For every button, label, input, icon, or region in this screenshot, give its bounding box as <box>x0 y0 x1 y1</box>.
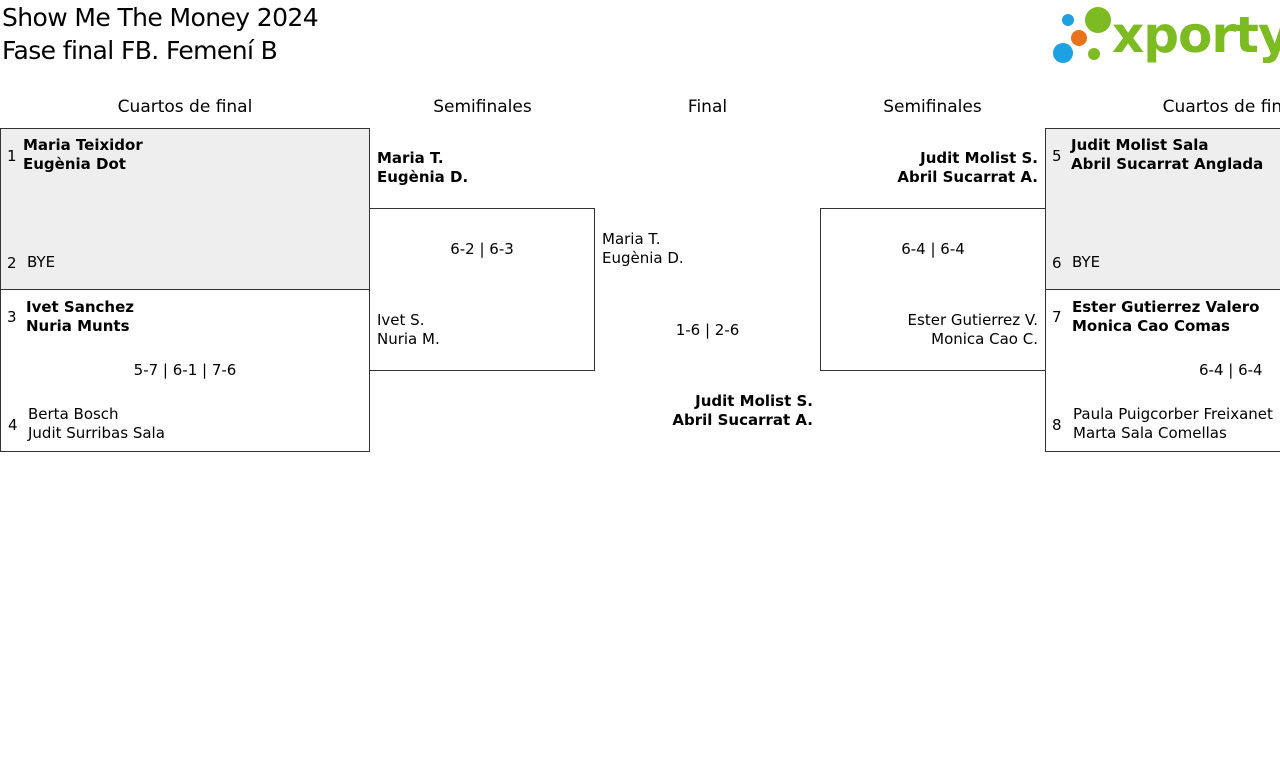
player-name: Berta Bosch <box>28 405 119 423</box>
player-name: Judit Molist S. <box>695 392 813 410</box>
seed-number: 1 <box>7 147 17 165</box>
xporty-logo-icon <box>1053 7 1111 63</box>
seed-number: 7 <box>1052 308 1062 326</box>
round-header-right-qf: Cuartos de final <box>1162 97 1280 117</box>
round-header-right-sf: Semifinales <box>883 97 982 117</box>
logo-text: xporty <box>1112 6 1280 64</box>
player-name: Judit Molist S. <box>920 149 1038 167</box>
page-title: Show Me The Money 2024 <box>2 3 319 32</box>
seed-number: 8 <box>1052 416 1062 434</box>
player-name: Eugènia D. <box>602 249 684 267</box>
player-name: Ivet S. <box>377 311 425 329</box>
player-name: BYE <box>27 253 56 271</box>
player-name: Monica Cao Comas <box>1072 317 1230 335</box>
round-header-left-qf: Cuartos de final <box>117 97 253 117</box>
seed-number: 3 <box>7 308 17 326</box>
player-name: Abril Sucarrat A. <box>897 168 1038 186</box>
player-name: Ester Gutierrez Valero <box>1072 298 1260 316</box>
match-score: 1-6 | 2-6 <box>675 321 740 339</box>
player-name: Monica Cao C. <box>931 330 1038 348</box>
left-sf-match <box>369 208 595 371</box>
player-name: Nuria Munts <box>26 317 130 335</box>
round-header-final: Final <box>687 97 728 117</box>
round-header-left-sf: Semifinales <box>433 97 532 117</box>
right-qf-match-2 <box>1045 289 1280 452</box>
match-score: 5-7 | 6-1 | 7-6 <box>133 361 237 379</box>
player-name: Judit Surribas Sala <box>28 424 165 442</box>
player-name: Maria T. <box>602 230 661 248</box>
player-name: Maria T. <box>377 149 444 167</box>
player-name: Ivet Sanchez <box>26 298 135 316</box>
player-name: Maria Teixidor <box>23 136 143 154</box>
player-name: Abril Sucarrat Anglada <box>1071 155 1264 173</box>
match-score: 6-2 | 6-3 <box>450 240 514 258</box>
player-name: Eugènia D. <box>377 168 469 186</box>
player-name: Judit Molist Sala <box>1071 136 1209 154</box>
player-name: Nuria M. <box>377 330 440 348</box>
page-subtitle: Fase final FB. Femení B <box>2 36 278 65</box>
seed-number: 2 <box>7 254 17 272</box>
seed-number: 5 <box>1052 147 1062 165</box>
player-name: Paula Puigcorber Freixanet <box>1073 405 1273 423</box>
player-name: Ester Gutierrez V. <box>907 311 1038 329</box>
player-name: Marta Sala Comellas <box>1073 424 1227 442</box>
seed-number: 4 <box>8 416 18 434</box>
match-score: 6-4 | 6-4 <box>1199 361 1263 379</box>
seed-number: 6 <box>1052 254 1062 272</box>
match-score: 6-4 | 6-4 <box>901 240 965 258</box>
player-name: Eugènia Dot <box>23 155 126 173</box>
player-name: Abril Sucarrat A. <box>672 411 813 429</box>
player-name: BYE <box>1072 253 1101 271</box>
left-qf-match-1 <box>0 128 370 290</box>
